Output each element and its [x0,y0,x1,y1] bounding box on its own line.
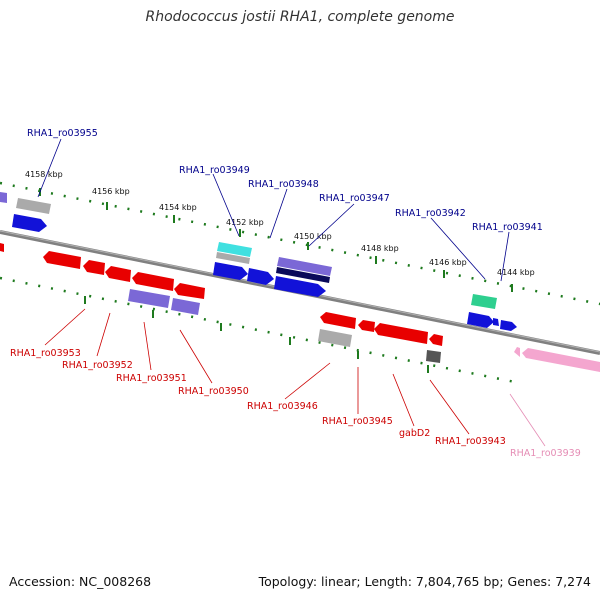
accession-text: Accession: NC_008268 [9,574,152,589]
label-RHA1_ro03943[interactable]: RHA1_ro03943 [435,436,506,447]
gene-gabD2[interactable] [374,323,428,344]
gene-03949[interactable] [217,242,252,257]
gene-03942-green[interactable] [471,294,497,309]
gene-03939[interactable] [522,348,600,372]
label-RHA1_ro03950[interactable]: RHA1_ro03950 [178,386,249,397]
label-RHA1_ro03945[interactable]: RHA1_ro03945 [322,416,393,427]
forward-leaders [37,138,510,282]
gene-03948-left[interactable] [213,262,248,280]
reverse-leaders [44,308,470,435]
gene-03942[interactable] [467,312,494,328]
gene-03950-red[interactable] [132,272,174,291]
gene-03947-dark[interactable] [276,267,330,283]
label-RHA1_ro03953[interactable]: RHA1_ro03953 [10,348,81,359]
kbp-label-4148: 4148 kbp [361,244,399,253]
gene-03946-gray[interactable] [318,329,352,347]
label-RHA1_ro03949[interactable]: RHA1_ro03949 [179,165,250,176]
gene-03950-red2[interactable] [174,283,205,299]
topology-text: Topology: linear; Length: 7,804,765 bp; … [258,574,591,589]
label-RHA1_ro03951[interactable]: RHA1_ro03951 [116,373,187,384]
gene-03950-purple[interactable] [171,298,200,315]
kbp-label-4154: 4154 kbp [159,203,197,212]
label-RHA1_ro03941[interactable]: RHA1_ro03941 [472,222,543,233]
gene-03941[interactable] [500,320,517,331]
gene-03951-purple[interactable] [128,289,170,308]
kbp-label-4152: 4152 kbp [226,218,264,227]
gene-03948[interactable] [247,268,274,285]
gene-03953[interactable] [43,251,81,269]
label-RHA1_ro03947[interactable]: RHA1_ro03947 [319,193,390,204]
kbp-label-4150: 4150 kbp [294,232,332,241]
label-gabD2[interactable]: gabD2 [399,428,430,439]
label-RHA1_ro03955[interactable]: RHA1_ro03955 [27,128,98,139]
kbp-label-4156: 4156 kbp [92,187,130,196]
gene-gray-03955[interactable] [16,198,51,214]
gene-03943-dark[interactable] [426,350,441,363]
gene-03951[interactable] [105,266,131,282]
kbp-label-4158: 4158 kbp [25,170,63,179]
gene-03955[interactable] [12,214,47,232]
label-RHA1_ro03948[interactable]: RHA1_ro03948 [248,179,319,190]
gene-partial-left-red[interactable] [0,243,4,252]
gene-03943-red[interactable] [429,334,443,346]
lower-kbp-ticks [84,296,429,373]
gene-03941-small[interactable] [493,318,499,326]
lower-scale [0,276,521,385]
gene-partial-left[interactable] [0,192,7,203]
reverse-genes [0,243,600,372]
page-title: Rhodococcus jostii RHA1, complete genome [145,9,455,25]
gene-03947[interactable] [277,257,332,276]
gene-gray-03949[interactable] [216,252,250,264]
gene-03946-small[interactable] [358,320,375,332]
kbp-label-4144: 4144 kbp [497,268,535,277]
label-RHA1_ro03952[interactable]: RHA1_ro03952 [62,360,133,371]
label-RHA1_ro03946[interactable]: RHA1_ro03946 [247,401,318,412]
kbp-label-4146: 4146 kbp [429,258,467,267]
label-RHA1_ro03942[interactable]: RHA1_ro03942 [395,208,466,219]
label-RHA1_ro03939[interactable]: RHA1_ro03939 [510,448,581,459]
pseudo-leader [509,393,546,447]
gene-03947-blue[interactable] [274,276,326,297]
gene-03939-small[interactable] [514,347,520,357]
gene-03952[interactable] [83,260,105,275]
forward-genes [0,192,517,331]
gene-03946[interactable] [320,312,356,329]
